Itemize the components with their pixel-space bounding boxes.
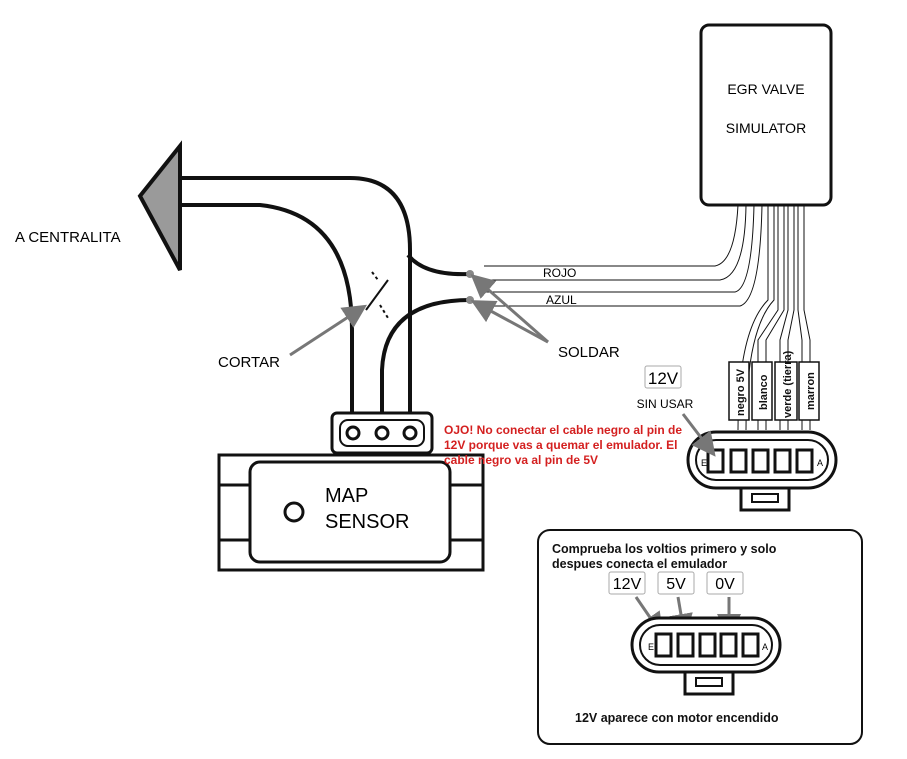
ecu-arrow-icon bbox=[137, 140, 182, 271]
egr-label-1: EGR VALVE bbox=[727, 81, 804, 97]
check-pin-a-label: A bbox=[762, 642, 768, 652]
centralita-label: A CENTRALITA bbox=[15, 229, 121, 246]
check-pin-e-label: E bbox=[648, 642, 654, 652]
pin-e-label: E bbox=[701, 458, 707, 468]
map-cables bbox=[180, 176, 471, 428]
soldar-label: SOLDAR bbox=[558, 344, 620, 361]
rojo-label: ROJO bbox=[543, 266, 576, 280]
map-sensor bbox=[217, 411, 485, 572]
wire-label-negro: negro 5V bbox=[735, 368, 747, 416]
egr-simulator-box bbox=[699, 23, 833, 207]
map-label-2: SENSOR bbox=[325, 511, 409, 533]
map-label-1: MAP bbox=[325, 485, 368, 507]
wire-label-blanco: blanco bbox=[758, 374, 770, 410]
egr-label-2: SIMULATOR bbox=[726, 120, 806, 136]
check-footer: 12V aparece con motor encendido bbox=[575, 711, 779, 725]
volt-5v: 5V bbox=[666, 576, 686, 593]
pin-a-label: A bbox=[817, 458, 823, 468]
sin-usar-label: SIN USAR bbox=[637, 397, 694, 411]
emulator-connector bbox=[686, 430, 838, 512]
volt-12v: 12V bbox=[613, 576, 642, 593]
wire-label-marron: marron bbox=[805, 372, 817, 410]
wire-label-verde: verde (tierra) bbox=[782, 350, 794, 418]
check-connector bbox=[630, 616, 782, 696]
azul-label: AZUL bbox=[546, 293, 577, 307]
volt-0v: 0V bbox=[715, 576, 735, 593]
cortar-label: CORTAR bbox=[218, 354, 280, 371]
cut-mark-icon bbox=[365, 271, 389, 319]
check-title: Comprueba los voltios primero y solo des… bbox=[552, 542, 777, 571]
pin-12v-tag: 12V bbox=[648, 369, 679, 388]
warning-text: OJO! No conectar el cable negro al pin d… bbox=[444, 423, 683, 467]
